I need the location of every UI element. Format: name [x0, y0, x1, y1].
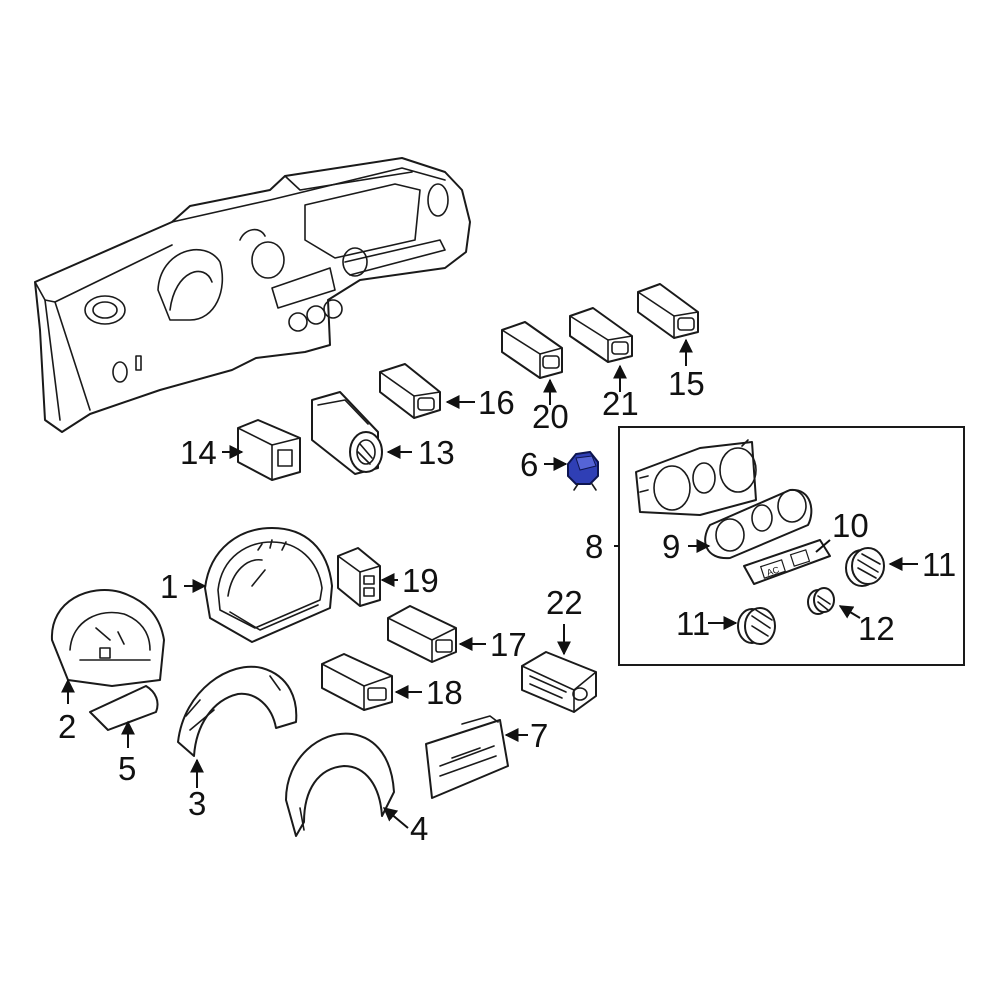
part-20-switch[interactable] — [501, 321, 563, 379]
part-18-switch[interactable] — [321, 653, 393, 711]
part-2-cluster-housing[interactable] — [50, 589, 165, 687]
callout-10: 10 — [832, 507, 869, 544]
instrument-panel — [34, 157, 471, 433]
callout-15: 15 — [668, 365, 705, 402]
callout-21: 21 — [602, 385, 639, 422]
callout-13: 13 — [418, 434, 455, 471]
callout-14: 14 — [180, 434, 217, 471]
part-7-control-panel[interactable] — [425, 715, 509, 799]
part-1-instrument-cluster[interactable] — [204, 527, 333, 643]
part-4-cluster-cover[interactable] — [285, 732, 395, 837]
part-11-knob-right[interactable] — [845, 547, 885, 587]
callout-22: 22 — [546, 584, 583, 621]
callout-4: 4 — [410, 810, 428, 847]
callout-6: 6 — [520, 446, 538, 483]
callout-9: 9 — [662, 528, 680, 565]
part-12-knob[interactable] — [807, 587, 835, 615]
callout-1: 1 — [160, 568, 178, 605]
callout-11-left: 11 — [676, 605, 710, 642]
part-5-lens[interactable] — [89, 685, 159, 731]
part-11-knob-left[interactable] — [737, 607, 776, 645]
part-21-switch[interactable] — [569, 307, 633, 363]
part-22-module[interactable] — [521, 651, 597, 713]
callout-17: 17 — [490, 626, 527, 663]
callout-18: 18 — [426, 674, 463, 711]
part-14-switch[interactable] — [237, 419, 301, 481]
callout-11-right: 11 — [922, 546, 956, 583]
callout-8: 8 — [585, 528, 603, 565]
part-17-switch[interactable] — [387, 605, 457, 663]
part-15-switch[interactable] — [637, 283, 699, 339]
part-13-headlamp-switch[interactable] — [311, 391, 383, 475]
part-6-highlighted-knob[interactable] — [567, 450, 599, 491]
callout-3: 3 — [188, 785, 206, 822]
callout-20: 20 — [532, 398, 569, 435]
ac-button-label: AC — [765, 564, 780, 578]
callout-5: 5 — [118, 750, 136, 787]
callout-12: 12 — [858, 610, 895, 647]
callout-7: 7 — [530, 717, 548, 754]
part-16-switch[interactable] — [379, 363, 441, 419]
part-19-switch[interactable] — [337, 547, 381, 607]
part-10-button-panel[interactable]: AC — [743, 539, 831, 585]
part-3-cluster-bezel[interactable] — [177, 665, 298, 757]
callout-16: 16 — [478, 384, 515, 421]
callout-2: 2 — [58, 708, 76, 745]
callout-19: 19 — [402, 562, 439, 599]
part-8-control-housing[interactable] — [635, 439, 757, 516]
